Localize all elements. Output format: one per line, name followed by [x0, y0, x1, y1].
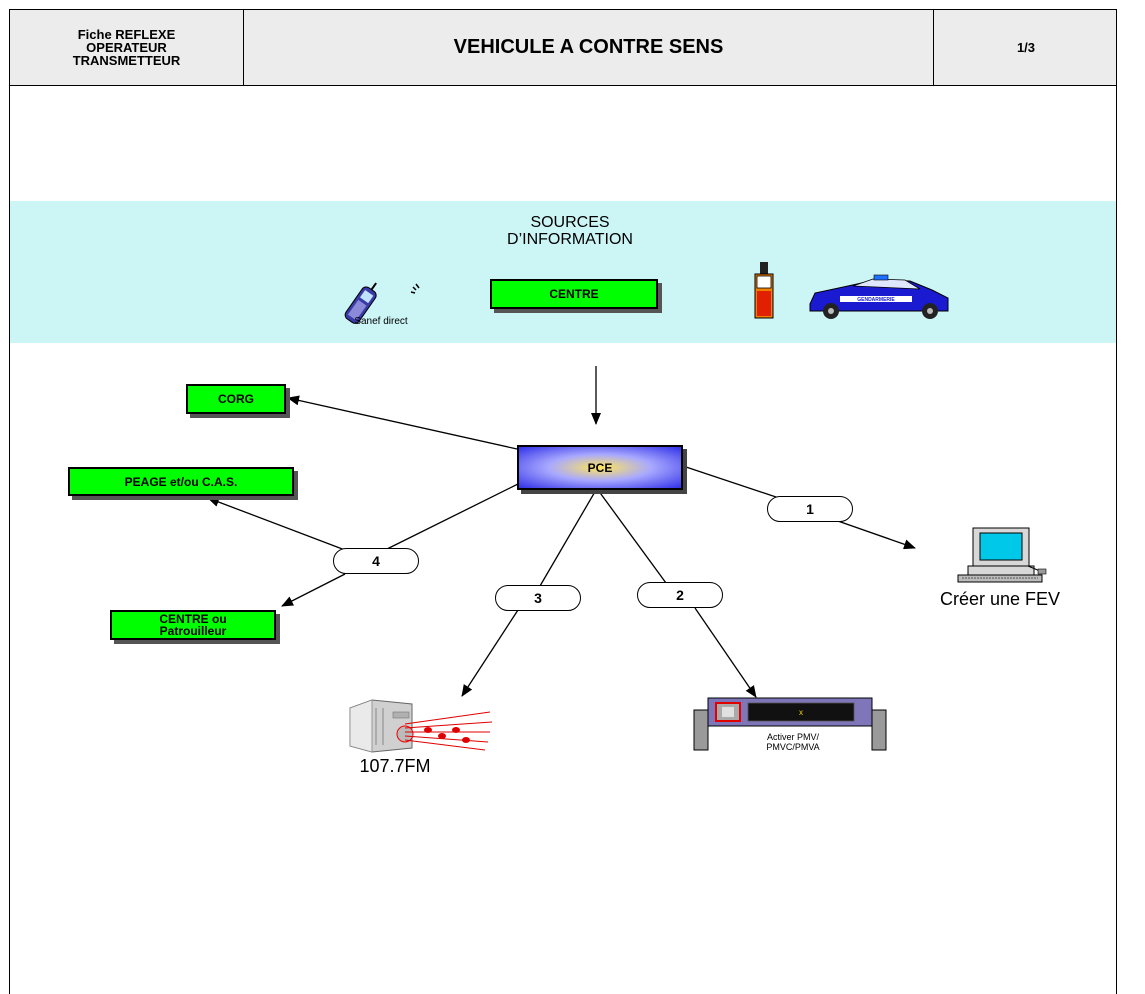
peage-cas-box: PEAGE et/ou C.A.S. — [68, 467, 294, 496]
mobile-phone-icon — [344, 282, 377, 324]
radio-station-icon — [349, 699, 493, 753]
centre-patrouilleur-line-2: Patrouilleur — [159, 624, 227, 638]
frame-left-border — [9, 86, 10, 994]
line-pce-to-step3 — [539, 489, 597, 587]
sources-title: SOURCES D’INFORMATION — [420, 214, 720, 248]
ring-marks-icon — [410, 283, 420, 294]
fiche-line-3: TRANSMETTEUR — [72, 53, 181, 68]
arrow-step4-to-peage — [207, 497, 346, 551]
step-4-pill: 4 — [333, 548, 419, 574]
sources-title-line-2: D’INFORMATION — [507, 231, 633, 248]
line-pce-to-step2 — [597, 489, 667, 584]
arrow-step1-to-computer — [834, 519, 916, 550]
gendarmerie-car-icon: GENDARMERIE — [809, 274, 949, 319]
arrow-step2-to-pmv — [694, 607, 757, 698]
car-door-text: GENDARMERIE — [857, 297, 895, 303]
arrow-step3-to-radio — [461, 609, 519, 697]
pmv-screen-text: x — [799, 708, 803, 717]
arrow-step4-to-centre-patrouilleur — [281, 573, 346, 607]
centre-source-box: CENTRE — [490, 279, 658, 309]
step-1-pill: 1 — [767, 496, 853, 522]
line-pce-to-step1 — [682, 465, 786, 501]
sources-band — [10, 201, 1116, 343]
pmv-label-line-2: PMVC/PMVA — [766, 742, 820, 752]
arrow-pce-to-corg — [287, 395, 518, 450]
pmv-label: Activer PMV/ PMVC/PMVA — [738, 732, 848, 752]
radio-frequency-label: 107.7FM — [359, 756, 431, 776]
centre-patrouilleur-box: CENTRE ou Patrouilleur — [110, 610, 276, 640]
sanef-direct-label: Sanef direct — [354, 316, 408, 327]
fiche-line-2: OPERATEUR — [86, 40, 167, 55]
fiche-label: Fiche REFLEXE OPERATEUR TRANSMETTEUR — [10, 10, 244, 85]
create-fev-label: Créer une FEV — [939, 589, 1061, 609]
header-table: Fiche REFLEXE OPERATEUR TRANSMETTEUR VEH… — [9, 9, 1117, 86]
pmv-sign-icon: x — [693, 697, 887, 751]
pce-node: PCE — [517, 445, 683, 490]
pmv-label-line-1: Activer PMV/ — [766, 732, 819, 742]
line-pce-to-step4 — [384, 482, 521, 551]
fiche-line-1: Fiche REFLEXE — [77, 27, 176, 42]
step-3-pill: 3 — [495, 585, 581, 611]
handheld-radio-icon — [754, 262, 774, 319]
sources-title-line-1: SOURCES — [530, 214, 610, 231]
frame-right-border — [1116, 86, 1117, 994]
page-title: VEHICULE A CONTRE SENS — [244, 10, 934, 85]
computer-icon — [957, 527, 1047, 583]
centre-patrouilleur-line-1: CENTRE ou — [159, 612, 227, 626]
corg-box: CORG — [186, 384, 286, 414]
page-number: 1/3 — [1016, 40, 1036, 55]
step-2-pill: 2 — [637, 582, 723, 608]
